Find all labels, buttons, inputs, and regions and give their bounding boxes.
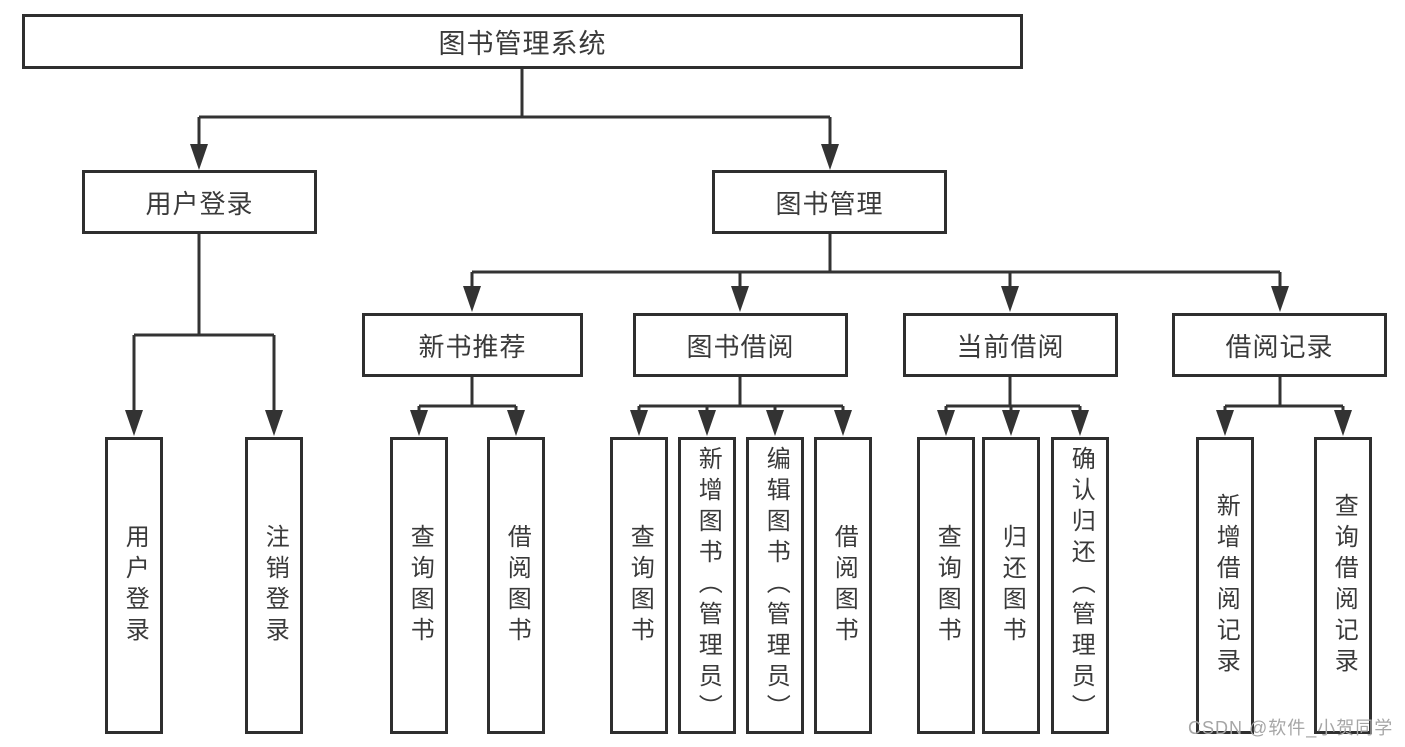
node-library-management-system: 图书管理系统 <box>22 14 1023 69</box>
leaf-confirm-return-admin: 确认归还（管理员） <box>1051 437 1109 734</box>
arrowhead-icon <box>463 286 481 312</box>
arrowhead-icon <box>1216 410 1234 436</box>
arrowhead-icon <box>190 144 208 170</box>
arrowhead-icon <box>1001 286 1019 312</box>
arrowhead-icon <box>265 410 283 436</box>
leaf-query-borrow-record: 查询借阅记录 <box>1314 437 1372 734</box>
node-book-management: 图书管理 <box>712 170 947 234</box>
leaf-return-books: 归还图书 <box>982 437 1040 734</box>
leaf-query-books-borrowing: 查询图书 <box>610 437 668 734</box>
leaf-borrow-books-recommend: 借阅图书 <box>487 437 545 734</box>
leaf-add-borrow-record: 新增借阅记录 <box>1196 437 1254 734</box>
arrowheads <box>125 144 1352 436</box>
leaf-query-books-current: 查询图书 <box>917 437 975 734</box>
node-borrowing-records: 借阅记录 <box>1172 313 1387 377</box>
leaf-logout: 注销登录 <box>245 437 303 734</box>
arrowhead-icon <box>834 410 852 436</box>
arrowhead-icon <box>125 410 143 436</box>
leaf-borrow-books-borrowing: 借阅图书 <box>814 437 872 734</box>
arrowhead-icon <box>1271 286 1289 312</box>
node-user-login: 用户登录 <box>82 170 317 234</box>
arrowhead-icon <box>937 410 955 436</box>
leaf-add-books-admin: 新增图书（管理员） <box>678 437 736 734</box>
node-current-borrowing: 当前借阅 <box>903 313 1118 377</box>
arrowhead-icon <box>698 410 716 436</box>
leaf-query-books-recommend: 查询图书 <box>390 437 448 734</box>
arrowhead-icon <box>1002 410 1020 436</box>
node-book-borrowing: 图书借阅 <box>633 313 848 377</box>
arrowhead-icon <box>410 410 428 436</box>
node-new-book-recommendation: 新书推荐 <box>362 313 583 377</box>
arrowhead-icon <box>731 286 749 312</box>
leaf-edit-books-admin: 编辑图书（管理员） <box>746 437 804 734</box>
csdn-watermark: CSDN @软件_小贺同学 <box>1188 718 1394 738</box>
leaf-user-login: 用户登录 <box>105 437 163 734</box>
arrowhead-icon <box>507 410 525 436</box>
arrowhead-icon <box>821 144 839 170</box>
arrowhead-icon <box>1071 410 1089 436</box>
arrowhead-icon <box>766 410 784 436</box>
arrowhead-icon <box>1334 410 1352 436</box>
arrowhead-icon <box>630 410 648 436</box>
